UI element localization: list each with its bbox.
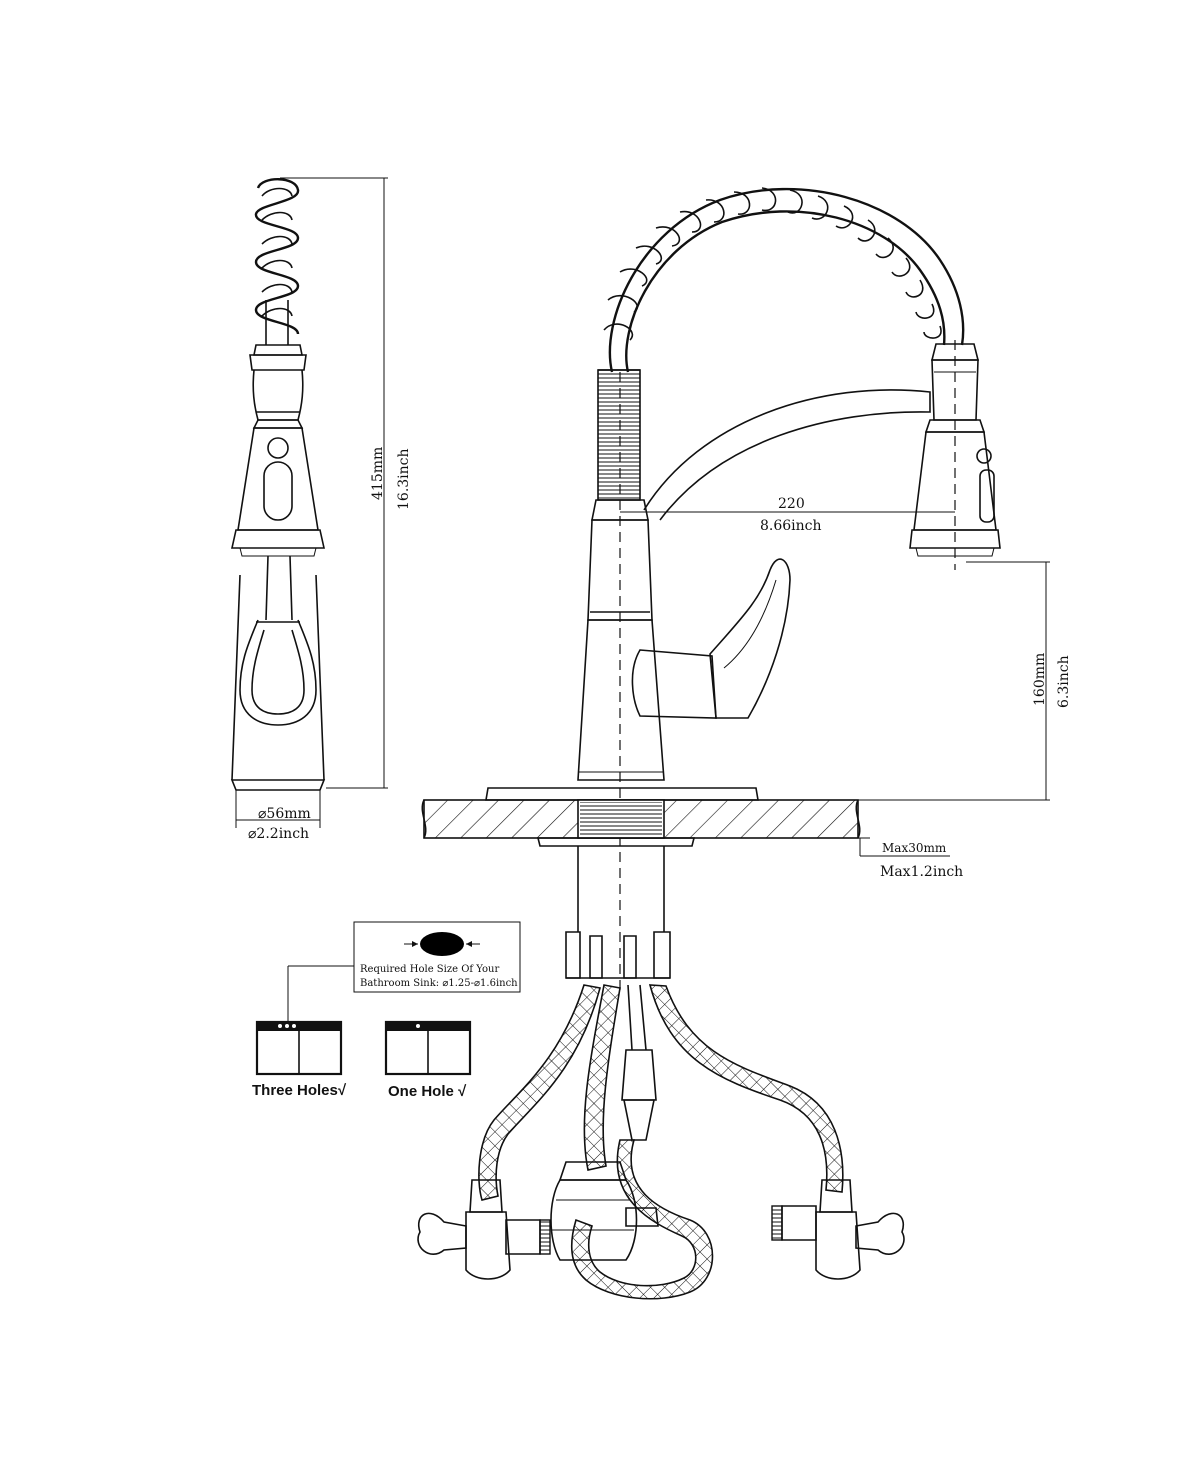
body-spring xyxy=(597,369,641,501)
countertop-section: Max30mm Max1.2inch xyxy=(421,787,963,880)
hole-note-line1: Required Hole Size Of Your xyxy=(360,964,499,975)
three-holes-label: Three Holes√ xyxy=(252,1082,347,1099)
cold-water-hose xyxy=(648,984,844,1193)
reach-inch-label: 8.66inch xyxy=(760,518,822,534)
reach-mm-label: 220 xyxy=(778,496,805,512)
mounting-hole-icon xyxy=(420,932,464,956)
height-mm-label: 415mm xyxy=(370,447,386,500)
one-hole-label: One Hole √ xyxy=(388,1083,467,1100)
diameter-inch-label: ⌀2.2inch xyxy=(248,826,309,842)
clearance-inch-label: 6.3inch xyxy=(1056,655,1072,708)
deck-max-inch-label: Max1.2inch xyxy=(880,864,963,880)
height-inch-label: 16.3inch xyxy=(396,448,412,510)
right-angle-valve xyxy=(771,1179,905,1280)
spray-hose-loop xyxy=(570,1139,714,1300)
spray-head-side-view: ⌀56mm ⌀2.2inch 415mm 16.3inch xyxy=(230,177,412,842)
spray-button-icon xyxy=(267,437,289,459)
pull-down-spray-head xyxy=(909,343,1001,557)
left-angle-valve xyxy=(417,1179,551,1280)
install-option-one-hole: One Hole √ xyxy=(384,1020,472,1100)
faucet-front-view: 220 8.66inch 160mm 6.3inch xyxy=(577,187,1072,990)
install-option-three-holes: Three Holes√ xyxy=(252,1020,347,1099)
deck-max-mm-label: Max30mm xyxy=(882,841,947,855)
spray-mode-switch xyxy=(263,461,293,521)
hole-note-line2: Bathroom Sink: ⌀1.25-⌀1.6inch xyxy=(360,978,518,989)
faucet-hole-icon xyxy=(278,1024,282,1028)
faucet-hole-icon xyxy=(292,1024,296,1028)
hole-size-note: Required Hole Size Of Your Bathroom Sink… xyxy=(287,921,521,1022)
faucet-hole-icon xyxy=(285,1024,289,1028)
faucet-hole-icon xyxy=(416,1024,420,1028)
mounting-nut xyxy=(536,837,696,847)
clearance-mm-label: 160mm xyxy=(1032,653,1048,706)
hot-water-hose xyxy=(478,984,601,1201)
under-sink-assembly xyxy=(417,846,905,1300)
spray-head-spring xyxy=(254,178,300,345)
diameter-mm-label: ⌀56mm xyxy=(258,806,311,822)
spray-hose-upper xyxy=(583,984,621,1171)
deck-plate xyxy=(485,787,759,801)
arch-spring xyxy=(603,187,965,373)
